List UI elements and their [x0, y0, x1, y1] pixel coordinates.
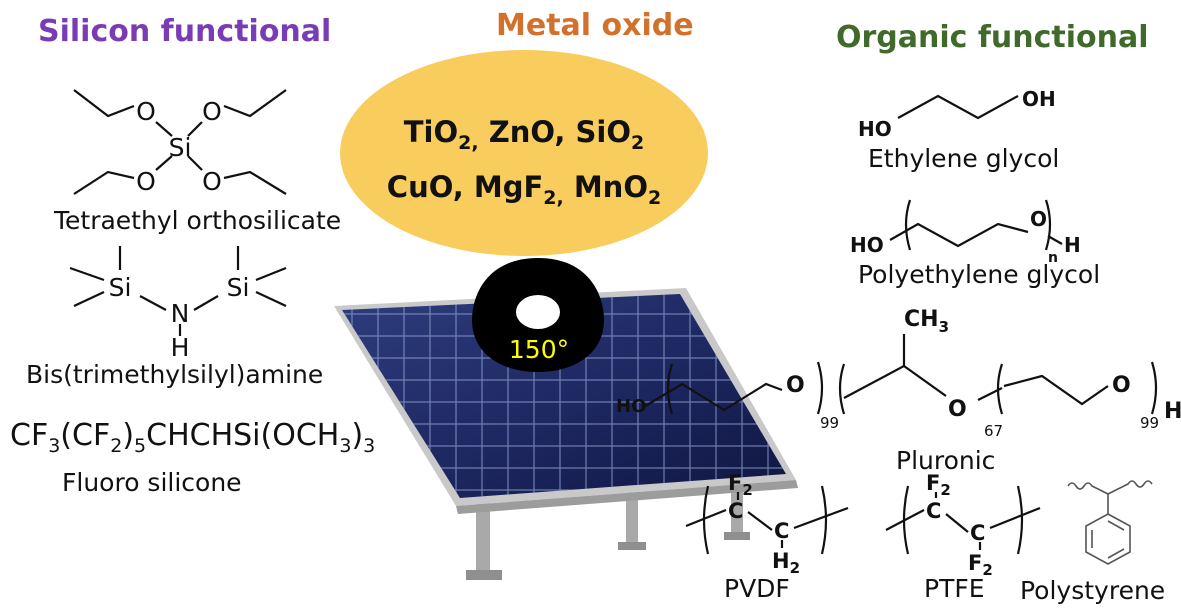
pluronic-subscript-3: 99 [1140, 414, 1159, 432]
metal-oxide-line-1: TiO2, ZnO, SiO2 [403, 115, 645, 154]
ptfe-label: PTFE [924, 574, 985, 603]
hmds-atom-si1: Si [109, 273, 132, 302]
metal-oxide-ellipse [340, 50, 708, 256]
solar-panel-illustration [334, 288, 798, 580]
metal-oxide-line-2: CuO, MgF2, MnO2 [386, 169, 662, 209]
teos-atom-o3: O [136, 167, 156, 196]
eg-atom-ho: HO [858, 117, 892, 141]
pluronic-atom-ch3: CH3 [904, 307, 949, 336]
hmds-structure: Si Si N H [69, 246, 287, 360]
header-metal-oxide: Metal oxide [496, 8, 694, 43]
hmds-label: Bis(trimethylsilyl)amine [26, 360, 324, 389]
polystyrene-label: Polystyrene [1020, 576, 1166, 605]
header-silicon-functional: Silicon functional [38, 14, 332, 49]
ethylene-glycol-label: Ethylene glycol [868, 144, 1060, 173]
teos-atom-o2: O [202, 97, 222, 126]
ptfe-atom-f2-bottom: F2 [968, 551, 993, 579]
pluronic-label: Pluronic [896, 446, 996, 475]
pluronic-atom-o3: O [1112, 373, 1131, 398]
pvdf-structure: F2 C C H2 [685, 471, 849, 576]
hmds-atom-si2: Si [227, 273, 250, 302]
hmds-atom-h: H [171, 333, 190, 360]
hmds-atom-n: N [171, 299, 190, 328]
peg-atom-h: H [1064, 233, 1081, 257]
pvdf-atom-h2: H2 [772, 549, 800, 576]
contact-angle-label: 150° [508, 335, 570, 364]
ptfe-atom-c2: C [970, 521, 985, 545]
eg-atom-oh: OH [1022, 87, 1056, 111]
ptfe-atom-c1: C [926, 499, 941, 523]
peg-atom-o: O [1030, 207, 1047, 231]
ptfe-atom-f2-top: F2 [926, 471, 951, 499]
pvdf-atom-c2: C [774, 519, 789, 543]
teos-structure: O O Si O O [73, 89, 287, 196]
pluronic-atom-o2: O [948, 397, 967, 422]
fluoro-silicone-formula: CF3(CF2)5CHCHSi(OCH3)3 [10, 418, 376, 457]
fluoro-silicone-label: Fluoro silicone [62, 468, 242, 497]
peg-atom-ho: HO [850, 233, 884, 257]
water-droplet-icon [472, 258, 604, 372]
header-organic-functional: Organic functional [836, 20, 1149, 55]
pluronic-atom-o1: O [786, 373, 805, 398]
polystyrene-structure [1067, 480, 1153, 565]
pluronic-atom-h: H [1164, 399, 1181, 424]
peg-subscript-n: n [1048, 250, 1058, 266]
teos-atom-si: Si [169, 133, 192, 162]
ptfe-structure: F2 C C F2 [885, 471, 1041, 579]
pluronic-subscript-2: 67 [984, 422, 1003, 440]
pluronic-structure: CH3 HO O O O H 99 67 99 [616, 307, 1181, 440]
polyethylene-glycol-structure: HO O n H [850, 199, 1081, 266]
ethylene-glycol-structure: HO OH [858, 87, 1056, 141]
pluronic-subscript-1: 99 [820, 414, 839, 432]
teos-label: Tetraethyl orthosilicate [54, 206, 342, 235]
pvdf-atom-f2: F2 [728, 471, 753, 499]
pvdf-atom-c1: C [728, 499, 743, 523]
polyethylene-glycol-label: Polyethylene glycol [858, 260, 1101, 289]
teos-atom-o1: O [136, 97, 156, 126]
metal-oxide-list: TiO2, ZnO, SiO2 CuO, MgF2, MnO2 [340, 110, 708, 220]
pluronic-atom-ho: HO [616, 396, 646, 417]
pvdf-label: PVDF [724, 574, 790, 603]
teos-atom-o4: O [202, 167, 222, 196]
